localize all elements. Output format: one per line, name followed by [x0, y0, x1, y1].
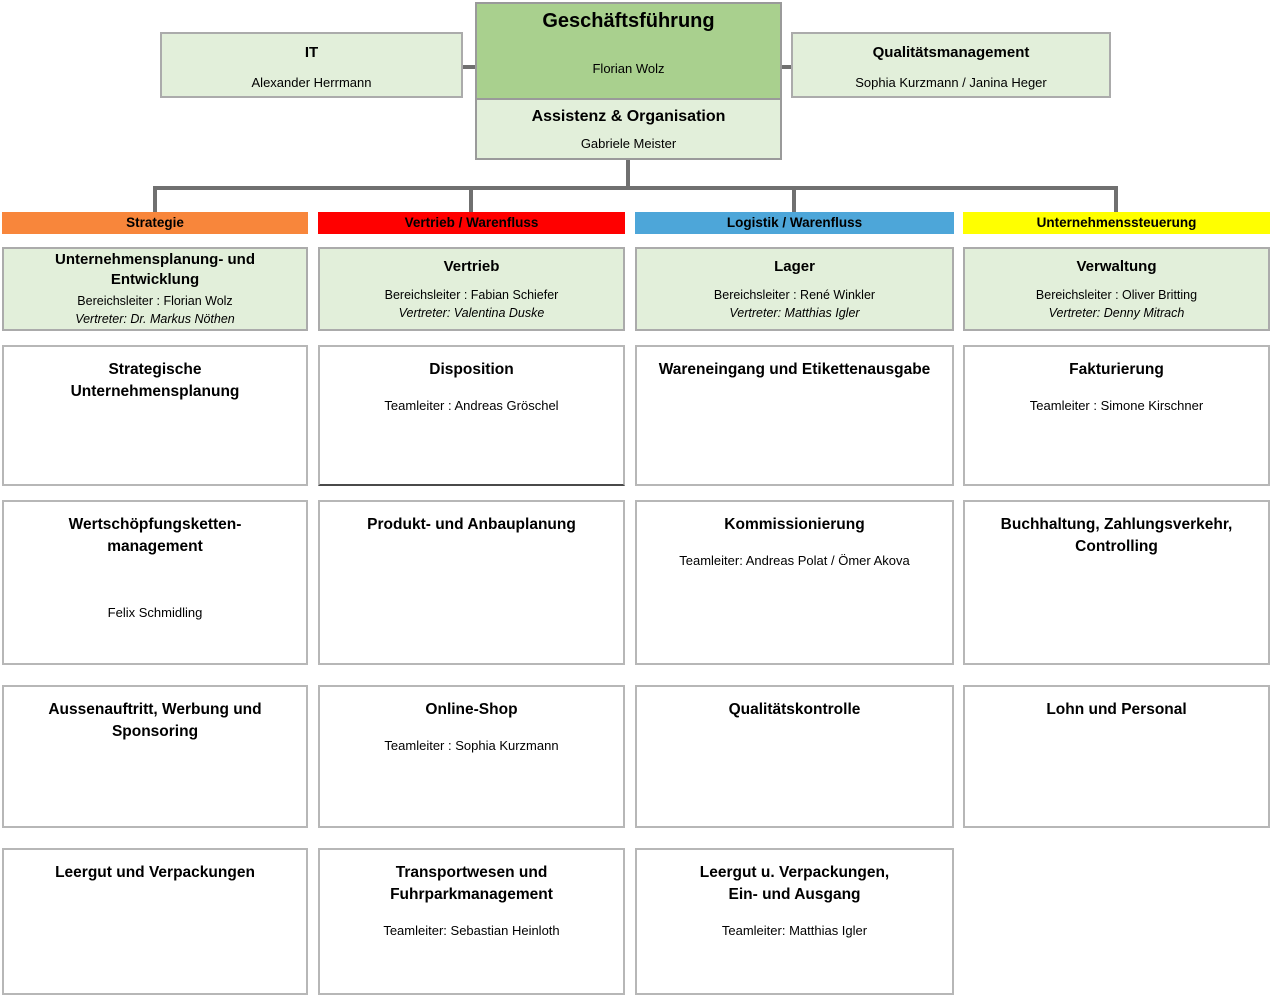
- division-lead-strategie: Unternehmensplanung- und Entwicklung Ber…: [2, 247, 308, 331]
- department-box-wertschoepfungskettenmanagement: Wertschöpfungsketten- management Felix S…: [2, 500, 308, 665]
- department-box-fakturierung: Fakturierung Teamleiter : Simone Kirschn…: [963, 345, 1270, 486]
- division-manager: Bereichsleiter : René Winkler: [713, 287, 876, 302]
- department-subtitle: Teamleiter: Sebastian Heinloth: [383, 923, 560, 938]
- executive-box: Geschäftsführung Florian Wolz: [475, 2, 782, 100]
- division-lead-verwaltung: Verwaltung Bereichsleiter : Oliver Britt…: [963, 247, 1270, 331]
- department-title: Online-Shop: [425, 701, 518, 718]
- department-title: Qualitätskontrolle: [728, 701, 861, 718]
- division-lead-logistik: Lager Bereichsleiter : René Winkler Vert…: [635, 247, 954, 331]
- it-name: Alexander Herrmann: [251, 75, 372, 90]
- department-box-leergut-ein-ausgang: Leergut u. Verpackungen, Ein- und Ausgan…: [635, 848, 954, 995]
- department-box-leergut-und-verpackungen: Leergut und Verpackungen: [2, 848, 308, 995]
- connector-drop-unternehmenssteuerung: [1114, 190, 1118, 212]
- division-title: Lager: [774, 257, 815, 275]
- connector-drop-logistik: [792, 190, 796, 212]
- department-title: Transportwesen und Fuhrparkmanagement: [390, 864, 553, 903]
- column-header-strategie: Strategie: [2, 212, 308, 234]
- department-title: Buchhaltung, Zahlungsverkehr, Controllin…: [1000, 516, 1233, 555]
- department-title: Aussenauftritt, Werbung und Sponsoring: [48, 701, 262, 740]
- department-title: Wertschöpfungsketten- management: [68, 516, 242, 555]
- column-header-vertrieb: Vertrieb / Warenfluss: [318, 212, 625, 234]
- column-header-logistik: Logistik / Warenfluss: [635, 212, 954, 234]
- department-subtitle: Teamleiter : Sophia Kurzmann: [384, 738, 559, 753]
- department-title: Lohn und Personal: [1046, 701, 1187, 718]
- quality-box: Qualitätsmanagement Sophia Kurzmann / Ja…: [791, 32, 1111, 98]
- division-deputy: Vertreter: Denny Mitrach: [1048, 305, 1185, 320]
- executive-name: Florian Wolz: [592, 61, 665, 76]
- department-title: Produkt- und Anbauplanung: [367, 516, 576, 533]
- division-manager: Bereichsleiter : Oliver Britting: [1035, 287, 1198, 302]
- quality-title: Qualitätsmanagement: [872, 44, 1030, 61]
- division-deputy: Vertreter: Valentina Duske: [398, 305, 545, 320]
- department-title: Wareneingang und Etikettenausgabe: [658, 361, 931, 378]
- division-deputy: Vertreter: Matthias Igler: [729, 305, 860, 320]
- department-box-transportwesen-fuhrparkmanagement: Transportwesen und Fuhrparkmanagement Te…: [318, 848, 625, 995]
- department-title: Disposition: [429, 361, 514, 378]
- connector-main-horizontal: [153, 186, 1118, 190]
- division-title: Verwaltung: [1076, 257, 1157, 275]
- department-box-strategische-unternehmensplanung: Strategische Unternehmensplanung: [2, 345, 308, 486]
- department-box-buchhaltung-zahlungsverkehr-controlling: Buchhaltung, Zahlungsverkehr, Controllin…: [963, 500, 1270, 665]
- department-box-qualitaetskontrolle: Qualitätskontrolle: [635, 685, 954, 828]
- department-subtitle: Felix Schmidling: [107, 605, 203, 620]
- department-box-lohn-und-personal: Lohn und Personal: [963, 685, 1270, 828]
- executive-title: Geschäftsführung: [542, 10, 715, 32]
- division-manager: Bereichsleiter : Florian Wolz: [77, 294, 233, 308]
- it-title: IT: [304, 44, 319, 61]
- department-box-wareneingang-etikettenausgabe: Wareneingang und Etikettenausgabe: [635, 345, 954, 486]
- assistance-name: Gabriele Meister: [580, 136, 677, 151]
- it-box: IT Alexander Herrmann: [160, 32, 463, 98]
- division-title: Unternehmensplanung- und Entwicklung: [55, 251, 255, 288]
- connector-drop-strategie: [153, 190, 157, 212]
- department-title: Leergut u. Verpackungen, Ein- und Ausgan…: [699, 864, 890, 903]
- department-subtitle: Teamleiter: Andreas Polat / Ömer Akova: [679, 553, 910, 568]
- division-manager: Bereichsleiter : Fabian Schiefer: [384, 287, 559, 302]
- department-box-produkt-und-anbauplanung: Produkt- und Anbauplanung: [318, 500, 625, 665]
- assistance-box: Assistenz & Organisation Gabriele Meiste…: [475, 100, 782, 160]
- division-lead-vertrieb: Vertrieb Bereichsleiter : Fabian Schiefe…: [318, 247, 625, 331]
- department-box-disposition: Disposition Teamleiter : Andreas Grösche…: [318, 345, 625, 486]
- department-subtitle: Teamleiter : Simone Kirschner: [1029, 398, 1204, 413]
- division-title: Vertrieb: [443, 257, 500, 275]
- department-box-kommissionierung: Kommissionierung Teamleiter: Andreas Pol…: [635, 500, 954, 665]
- department-box-online-shop: Online-Shop Teamleiter : Sophia Kurzmann: [318, 685, 625, 828]
- department-title: Kommissionierung: [724, 516, 865, 533]
- column-header-unternehmenssteuerung: Unternehmenssteuerung: [963, 212, 1270, 234]
- department-title: Strategische Unternehmensplanung: [70, 361, 240, 400]
- department-title: Fakturierung: [1069, 361, 1164, 378]
- department-subtitle: Teamleiter : Andreas Gröschel: [384, 398, 559, 413]
- assistance-title: Assistenz & Organisation: [531, 108, 726, 125]
- department-title: Leergut und Verpackungen: [55, 864, 255, 881]
- connector-executive-quality: [776, 65, 802, 69]
- connector-it-executive: [455, 65, 482, 69]
- department-box-aussenauftritt-werbung-sponsoring: Aussenauftritt, Werbung und Sponsoring: [2, 685, 308, 828]
- division-deputy: Vertreter: Dr. Markus Nöthen: [75, 312, 235, 326]
- connector-drop-vertrieb: [469, 190, 473, 212]
- department-subtitle: Teamleiter: Matthias Igler: [721, 923, 868, 938]
- quality-name: Sophia Kurzmann / Janina Heger: [855, 75, 1047, 90]
- connector-executive-stem: [626, 160, 630, 188]
